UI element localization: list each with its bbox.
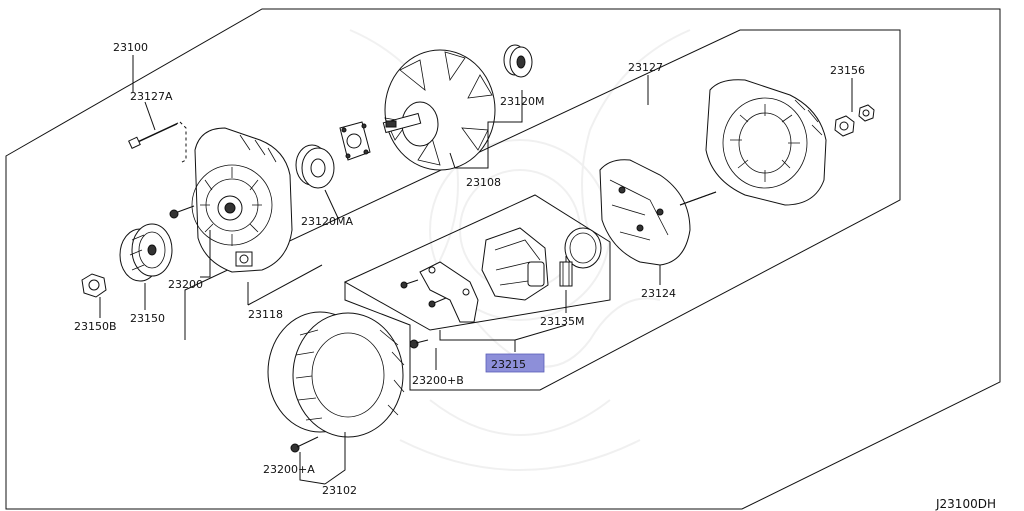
nut-23150b <box>81 273 107 298</box>
leader-lines <box>99 55 853 485</box>
label-23100: 23100 <box>113 41 148 54</box>
rotor-23108 <box>382 49 496 171</box>
bolt-23200 <box>169 205 195 219</box>
frame-23215 <box>343 194 611 331</box>
highlight-23215 <box>485 353 545 373</box>
label-23124: 23124 <box>641 287 676 300</box>
label-23200b: 23200+B <box>412 374 464 387</box>
rear-housing-23127 <box>705 79 827 206</box>
label-23156: 23156 <box>830 64 865 77</box>
label-23127a: 23127A <box>130 90 173 103</box>
label-23120ma: 23120MA <box>301 215 353 228</box>
label-23135m: 23135M <box>540 315 584 328</box>
brush-holder-23215 <box>400 227 602 323</box>
label-23215[interactable]: 23215 <box>491 358 526 371</box>
diagram-code: J23100DH <box>935 497 996 511</box>
bolt-23127a <box>128 121 187 164</box>
nuts-23156 <box>834 104 875 137</box>
stator-23102 <box>267 311 405 438</box>
label-23200: 23200 <box>168 278 203 291</box>
bolt-23200a <box>290 436 319 453</box>
label-23120m: 23120M <box>500 95 544 108</box>
label-23108: 23108 <box>466 176 501 189</box>
label-23118: 23118 <box>248 308 283 321</box>
label-23200a: 23200+A <box>263 463 315 476</box>
bearing-23120m <box>503 44 533 78</box>
retainer-plate <box>339 121 371 161</box>
label-23150: 23150 <box>130 312 165 325</box>
pulley-23150 <box>119 223 173 282</box>
front-housing-23118 <box>191 127 293 273</box>
rectifier-23124 <box>599 159 717 266</box>
label-23102: 23102 <box>322 484 357 497</box>
label-23127: 23127 <box>628 61 663 74</box>
bearing-23120ma <box>295 144 335 189</box>
label-23150b: 23150B <box>74 320 117 333</box>
screw-23200b <box>409 339 429 349</box>
